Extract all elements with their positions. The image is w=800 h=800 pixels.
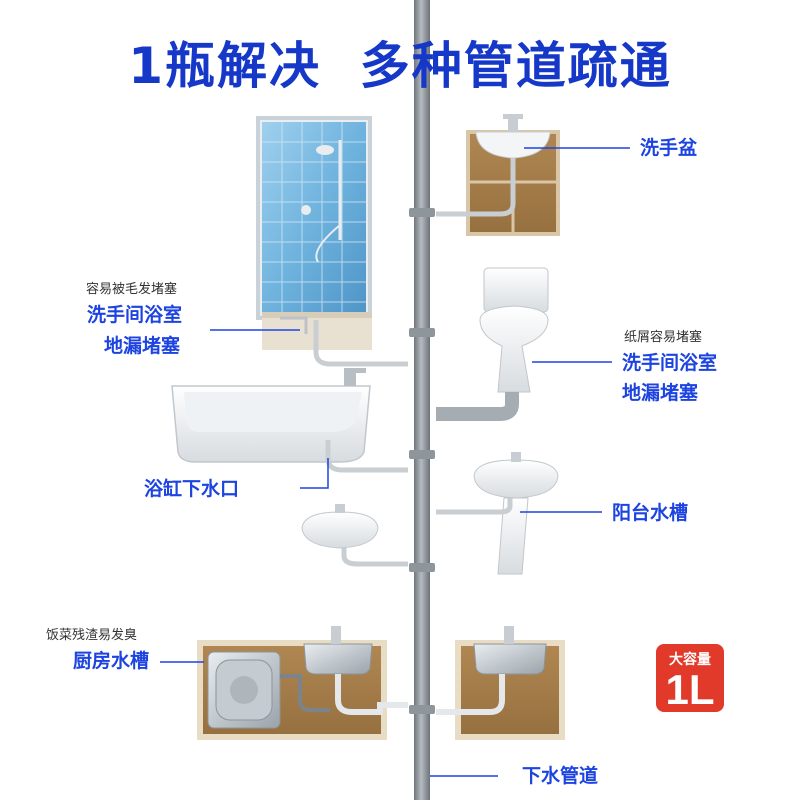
drain-pipe-label: 下水管道 (522, 765, 599, 787)
left-bathroom-label: 洗手间浴室 (87, 304, 183, 326)
right-bathroom-label: 洗手间浴室 (622, 352, 718, 374)
bathtub-label: 浴缸下水口 (144, 478, 240, 500)
food-odor-note: 饭菜残渣易发臭 (46, 628, 138, 643)
callout-lines (160, 147, 630, 777)
washbasin-cabinet (436, 114, 560, 236)
kitchen-sink-label: 厨房水槽 (73, 650, 150, 672)
toilet (436, 267, 549, 421)
right-floor-drain-label: 地漏堵塞 (622, 382, 699, 404)
capacity-badge-caption: 大容量 (669, 652, 711, 668)
capacity-badge: 大容量 1L (656, 644, 724, 712)
hair-clog-note: 容易被毛发堵塞 (86, 282, 178, 297)
wall-sink (301, 504, 408, 567)
page-title: 1瓶解决 多种管道疏通 (128, 37, 672, 95)
kitchen-cabinet (197, 626, 408, 740)
bathtub (171, 368, 408, 473)
capacity-badge-volume: 1L (665, 666, 715, 713)
washbasin-label: 洗手盆 (640, 137, 698, 159)
left-floor-drain-label: 地漏堵塞 (104, 335, 181, 357)
balcony-sink-label: 阳台水槽 (612, 502, 689, 524)
main-drain-pipe (409, 0, 435, 800)
pedestal-sink (436, 452, 559, 575)
kitchen-cabinet-right (436, 626, 565, 740)
shower-cabin (256, 116, 408, 367)
paper-clog-note: 纸屑容易堵塞 (624, 330, 703, 345)
